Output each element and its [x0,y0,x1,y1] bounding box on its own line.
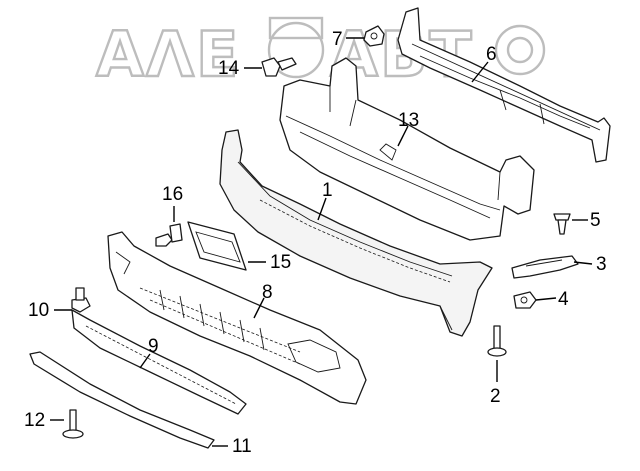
part-13-reinforcement-beam [279,57,535,241]
part-9-trim-strip [71,309,247,415]
watermark-logo-emblem [267,16,325,79]
leader-lines [50,37,593,447]
part-1-bumper-cover [219,129,493,337]
leader-8 [253,297,265,319]
callout-labels: 1 2 3 4 5 6 7 8 9 10 11 12 13 14 15 16 [24,29,607,457]
leader-13 [397,125,409,147]
leader-9 [139,353,151,369]
callout-10: 10 [28,300,49,321]
fastener-7-bolt [363,25,385,47]
leader-3 [573,261,593,265]
leader-6 [471,61,489,83]
watermark-logo-o [494,24,546,76]
part-3-side-bracket [511,255,579,279]
fastener-10-clip [71,287,91,313]
fastener-2-screw [487,325,507,357]
watermark-text: ΑΛΕ [96,18,240,91]
part-6-upper-bracket [397,7,611,163]
callout-3: 3 [596,254,607,275]
leader-4 [535,297,557,301]
fastener-5-pin [553,213,571,235]
fastener-14-bolt [261,57,297,77]
callout-6: 6 [486,44,497,65]
callout-11: 11 [232,436,252,457]
part-8-lower-valance [107,231,367,405]
fastener-16-clip [155,223,183,247]
part-11-lower-trim [29,351,215,449]
fastener-4-nut [513,291,537,309]
callout-16: 16 [162,184,183,205]
fastener-12-screw [62,409,84,439]
callout-8: 8 [262,282,273,303]
callout-5: 5 [590,210,601,231]
callout-14: 14 [218,58,240,79]
callout-4: 4 [558,289,569,310]
callout-9: 9 [148,336,159,357]
callout-1: 1 [322,180,333,201]
callout-13: 13 [398,110,419,131]
callout-2: 2 [490,386,501,407]
callout-7: 7 [332,29,343,50]
callout-12: 12 [24,410,45,431]
part-15-plate-bracket [187,221,247,271]
leader-1 [317,197,327,221]
callout-15: 15 [270,252,291,273]
